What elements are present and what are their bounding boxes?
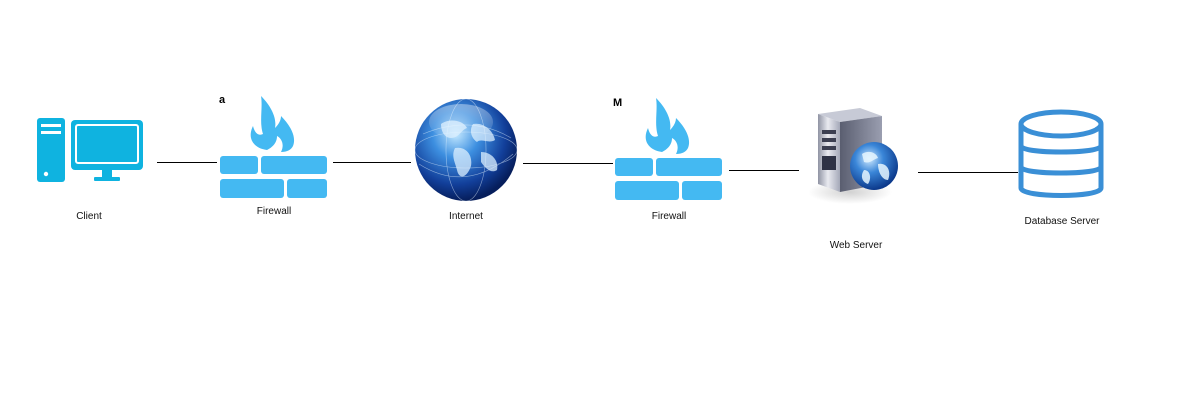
- firewall-2-label: Firewall: [651, 211, 687, 222]
- desktop-computer-icon: [37, 118, 143, 182]
- firewall-1-node: [219, 94, 329, 204]
- internet-node: [411, 94, 521, 204]
- web-server-node: [800, 100, 910, 210]
- client-node: [36, 116, 146, 186]
- link-webserver-database: [918, 172, 1018, 173]
- link-client-firewall: [157, 162, 217, 163]
- web-server-icon: [808, 108, 898, 204]
- firewall-icon: [615, 98, 722, 200]
- link-firewall-internet: [333, 162, 411, 163]
- firewall-1-marker: a: [219, 94, 226, 106]
- firewall-icon: [220, 96, 327, 198]
- firewall-2-node: [614, 96, 724, 206]
- link-firewall-webserver: [729, 170, 799, 171]
- internet-label: Internet: [449, 211, 483, 222]
- globe-icon: [414, 98, 518, 202]
- database-label: Database Server: [1024, 216, 1100, 227]
- database-icon: [1018, 109, 1104, 198]
- database-node: [1016, 108, 1106, 204]
- firewall-2-marker: M: [613, 97, 623, 109]
- client-label: Client: [76, 211, 102, 222]
- web-server-label: Web Server: [829, 240, 883, 251]
- firewall-1-label: Firewall: [256, 206, 292, 217]
- link-internet-firewall: [523, 163, 613, 164]
